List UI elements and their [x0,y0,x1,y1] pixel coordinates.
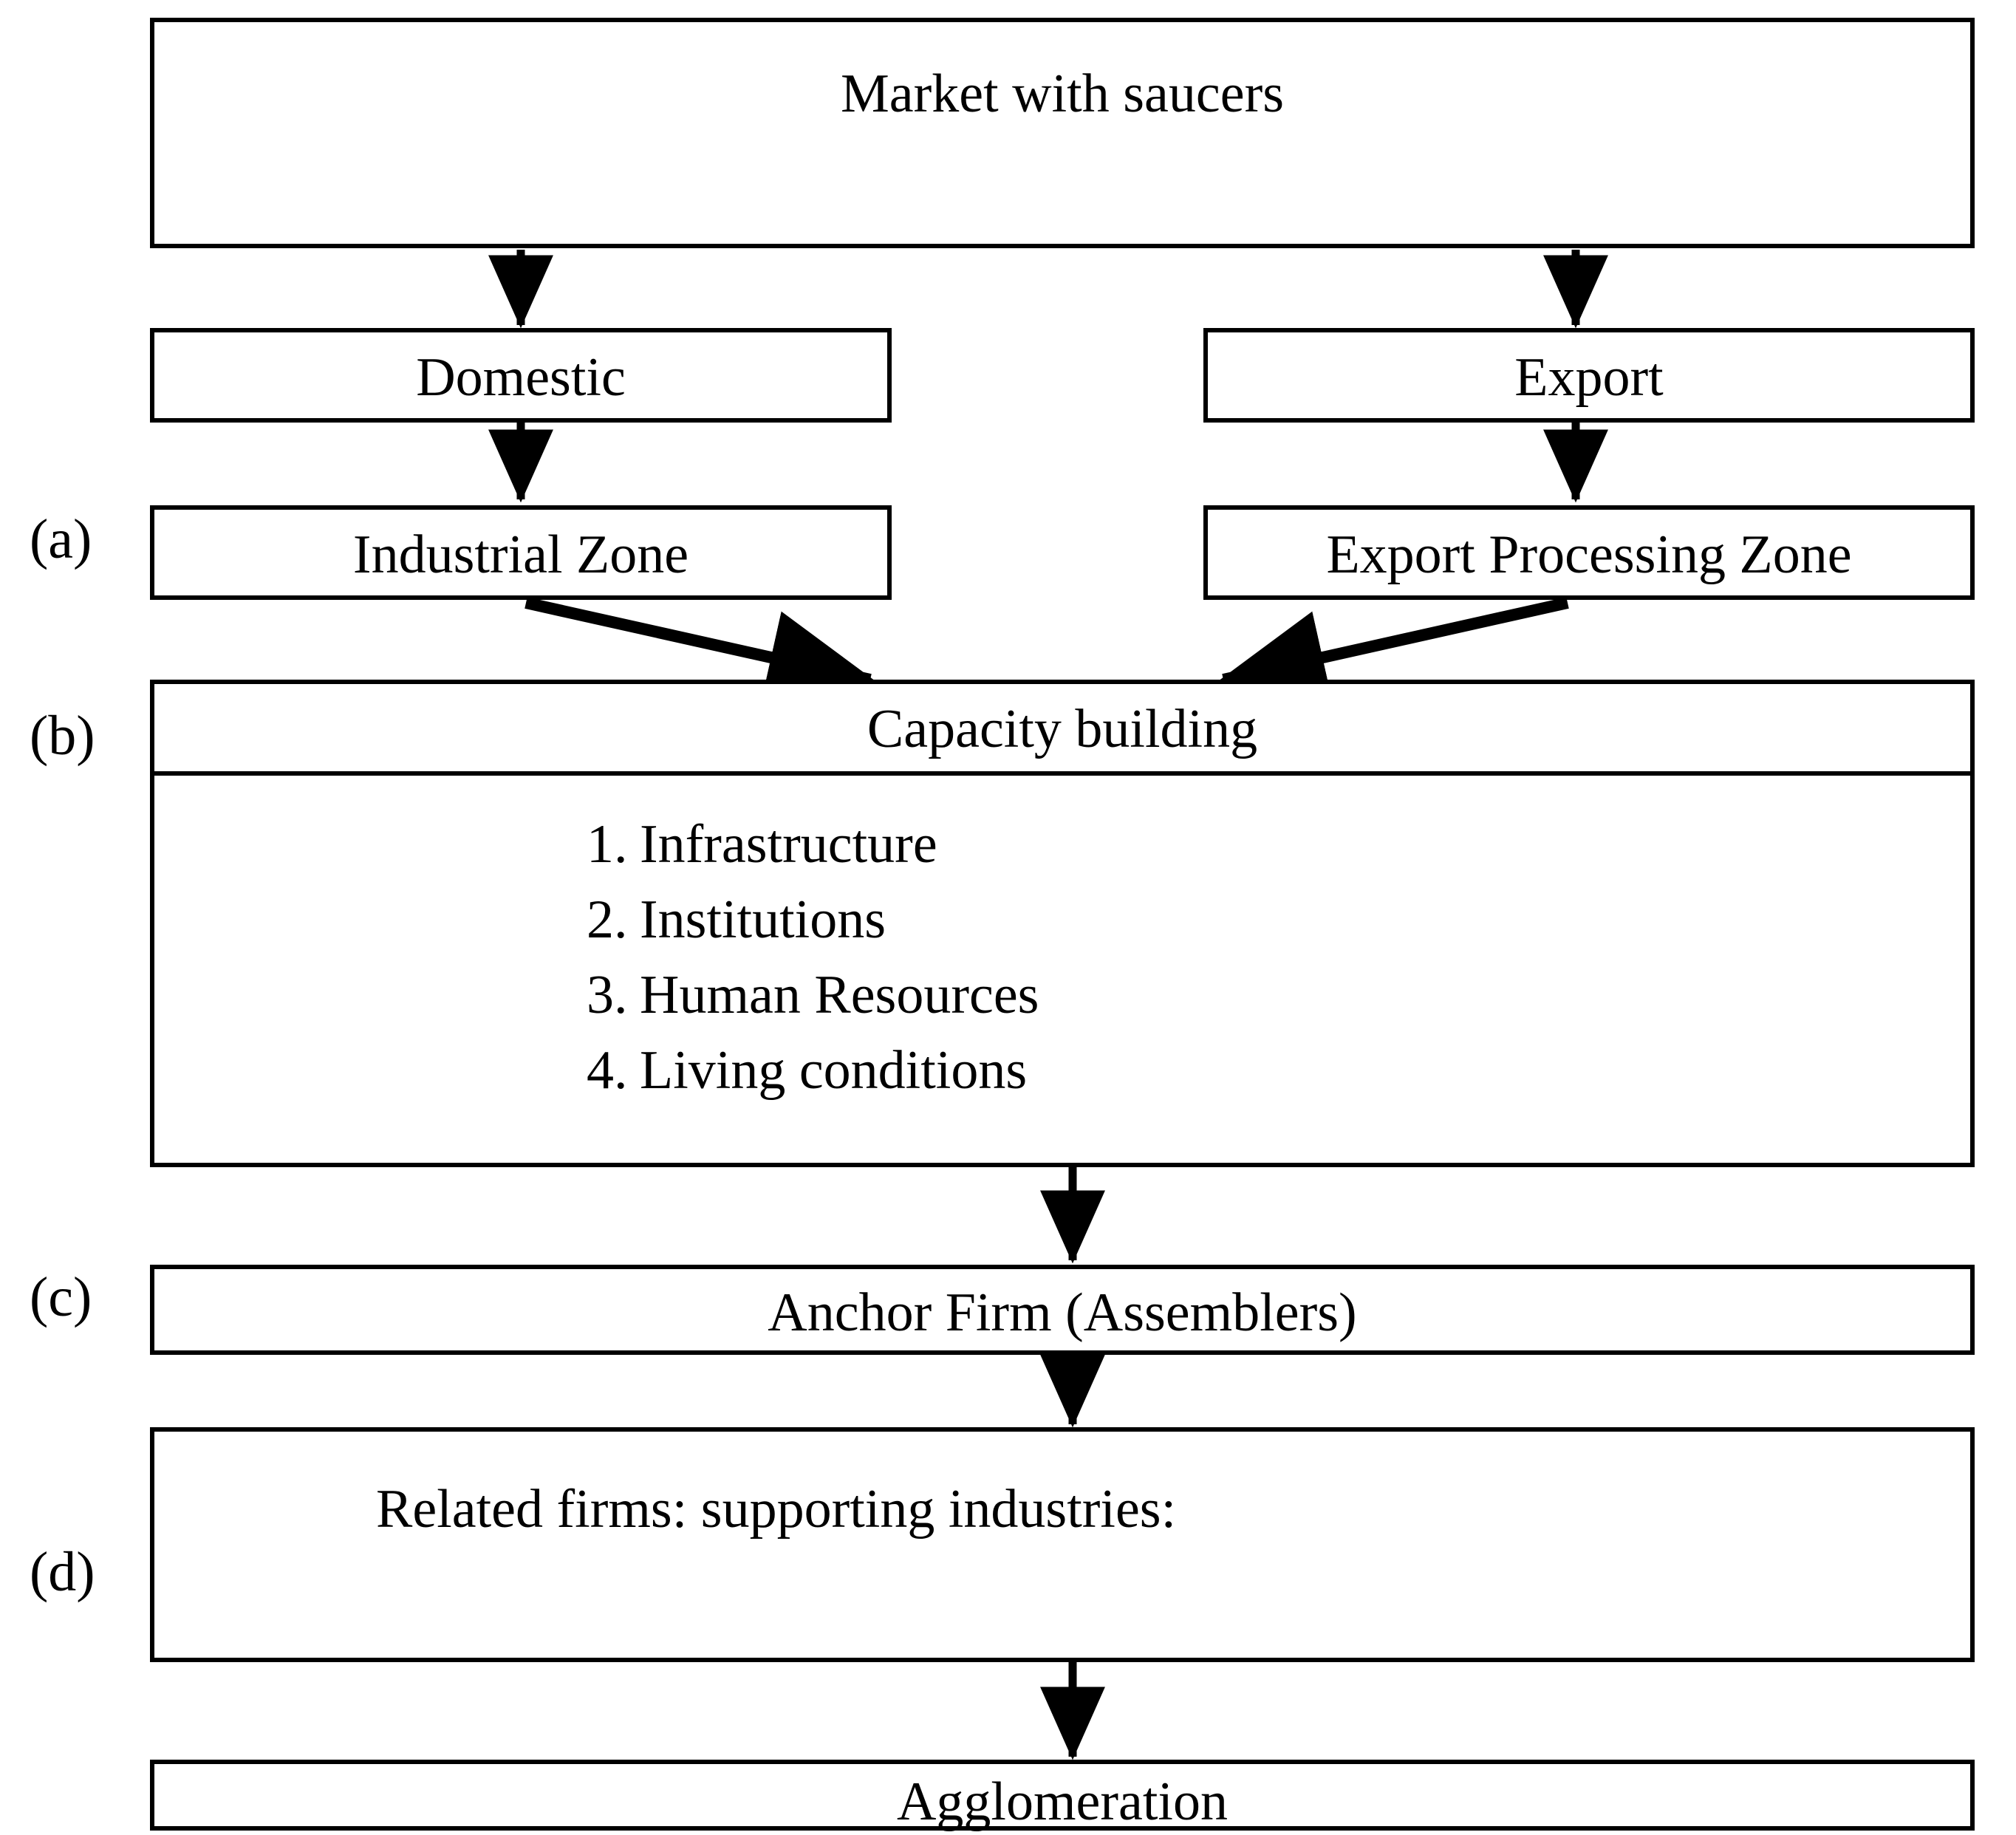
node-domestic: Domestic [150,328,892,423]
stage-label-d: (d) [30,1541,95,1603]
list-item-label: Institutions [640,889,886,950]
node-market: Market with saucers [150,18,1975,248]
node-export-label: Export [1514,347,1664,408]
list-item: 2. Institutions [587,892,1039,947]
node-export: Export [1203,328,1975,423]
node-export-processing-zone-label: Export Processing Zone [1326,524,1852,585]
node-anchor-firm-label: Anchor Firm (Assemblers) [768,1282,1357,1343]
stage-label-a: (a) [30,508,92,570]
arrow-epz-to-capacity [1218,597,1569,704]
list-item-number: 3. [587,965,628,1025]
node-capacity-building-label: Capacity building [867,699,1258,759]
list-item-number: 2. [587,889,628,950]
node-agglomeration: Agglomeration [150,1760,1975,1831]
node-domestic-label: Domestic [416,347,626,408]
capacity-building-list: 1. Infrastructure 2. Institutions 3. Hum… [587,817,1039,1118]
stage-label-c: (c) [30,1266,92,1328]
list-item-number: 4. [587,1040,628,1101]
list-item: 4. Living conditions [587,1043,1039,1098]
node-export-processing-zone: Export Processing Zone [1203,505,1975,600]
node-industrial-zone: Industrial Zone [150,505,892,600]
list-item-label: Human Resources [640,965,1039,1025]
arrow-industrial-zone-to-capacity [524,597,875,704]
list-item-label: Living conditions [640,1040,1028,1101]
node-industrial-zone-label: Industrial Zone [352,524,689,585]
node-agglomeration-label: Agglomeration [896,1771,1228,1832]
list-item-number: 1. [587,814,628,875]
list-item: 1. Infrastructure [587,817,1039,872]
node-related-firms: Related firms: supporting industries: [150,1427,1975,1662]
node-market-label: Market with saucers [840,64,1285,124]
list-item: 3. Human Resources [587,968,1039,1022]
list-item-label: Infrastructure [640,814,937,875]
node-related-firms-label: Related firms: supporting industries: [376,1479,1177,1540]
capacity-building-divider [154,771,1970,776]
stage-label-b: (b) [30,705,95,767]
node-anchor-firm: Anchor Firm (Assemblers) [150,1265,1975,1355]
node-capacity-building: Capacity building 1. Infrastructure 2. I… [150,680,1975,1167]
